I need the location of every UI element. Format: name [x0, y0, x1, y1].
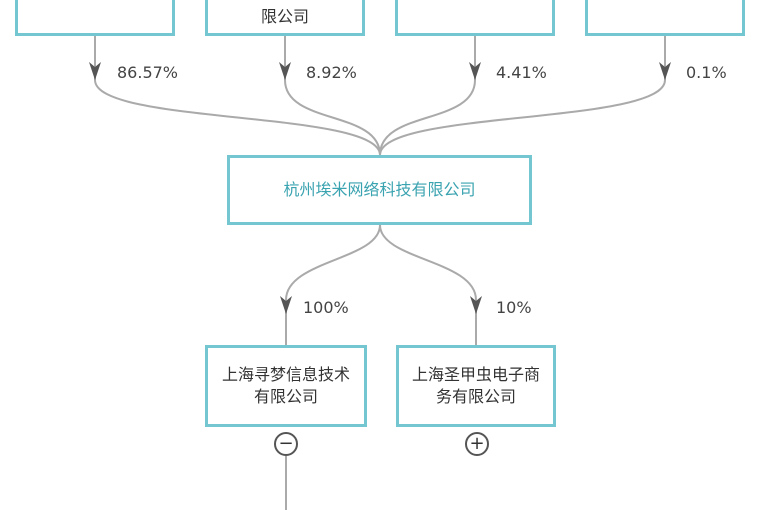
connector-top-1: [94, 36, 381, 156]
subsidiary-box-2[interactable]: 上海圣甲虫电子商务有限公司: [396, 345, 556, 427]
center-company-box[interactable]: 杭州埃米网络科技有限公司: [227, 155, 532, 225]
share-percent-3: 4.41%: [496, 63, 547, 82]
shareholder-box-4[interactable]: [585, 0, 745, 36]
arrowhead-sub-2: [470, 296, 482, 314]
expand-toggle-icon[interactable]: +: [465, 432, 489, 456]
shareholder-name-2: 限公司: [260, 7, 309, 26]
arrowhead-top-3: [469, 62, 481, 80]
subsidiary-name-2: 上海圣甲虫电子商务有限公司: [411, 365, 540, 406]
collapse-toggle-icon[interactable]: −: [274, 432, 298, 456]
share-percent-1: 86.57%: [117, 63, 179, 82]
subsidiary-percent-2: 10%: [496, 298, 532, 317]
arrowhead-top-1: [89, 62, 101, 80]
subsidiary-name-1: 上海寻梦信息技术有限公司: [221, 365, 350, 406]
arrowhead-top-4: [659, 62, 671, 80]
subsidiary-box-1[interactable]: 上海寻梦信息技术有限公司: [205, 345, 367, 427]
arrowhead-top-2: [279, 62, 291, 80]
connector-sub-1: [285, 224, 381, 345]
connector-top-2: [284, 36, 381, 156]
shareholder-box-2[interactable]: 限公司: [205, 0, 365, 36]
share-percent-4: 0.1%: [686, 63, 727, 82]
shareholder-box-3[interactable]: [395, 0, 555, 36]
connector-top-3: [379, 36, 476, 156]
connector-sub-2: [379, 224, 477, 345]
center-company-name: 杭州埃米网络科技有限公司: [283, 180, 476, 199]
subsidiary-percent-1: 100%: [303, 298, 349, 317]
arrowhead-sub-1: [280, 296, 292, 314]
shareholder-box-1[interactable]: [15, 0, 175, 36]
connector-top-4: [379, 36, 666, 156]
share-percent-2: 8.92%: [306, 63, 357, 82]
